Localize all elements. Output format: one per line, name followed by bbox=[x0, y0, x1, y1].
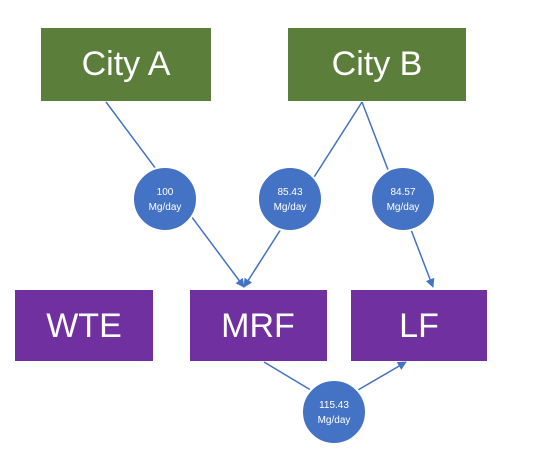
flow-value: 84.57 bbox=[390, 187, 415, 198]
mrf-box bbox=[190, 290, 327, 361]
wte-label: WTE bbox=[46, 307, 122, 345]
flow-unit: Mg/day bbox=[149, 202, 182, 213]
city-a-node: City A bbox=[41, 28, 211, 101]
flow-value: 85.43 bbox=[277, 187, 302, 198]
flow-city-b-mrf: 85.43 Mg/day bbox=[257, 166, 323, 232]
city-a-label: City A bbox=[82, 45, 171, 83]
flow-mrf-lf: 115.43 Mg/day bbox=[301, 379, 367, 445]
city-b-label: City B bbox=[332, 45, 423, 83]
flow-city-a-mrf: 100 Mg/day bbox=[132, 166, 198, 232]
lf-box bbox=[351, 290, 487, 361]
mrf-label: MRF bbox=[221, 307, 295, 345]
flow-unit: Mg/day bbox=[318, 415, 351, 426]
flow-circle bbox=[370, 166, 436, 232]
flow-value: 100 bbox=[157, 187, 174, 198]
flow-circle bbox=[132, 166, 198, 232]
flow-unit: Mg/day bbox=[274, 202, 307, 213]
wte-box bbox=[15, 290, 153, 361]
flow-value: 115.43 bbox=[319, 400, 349, 411]
mrf-node: MRF bbox=[190, 290, 327, 361]
flow-unit: Mg/day bbox=[387, 202, 420, 213]
lf-node: LF bbox=[351, 290, 487, 361]
wte-node: WTE bbox=[15, 290, 153, 361]
city-b-node: City B bbox=[288, 28, 466, 101]
city-b-box bbox=[288, 28, 466, 101]
city-a-box bbox=[41, 28, 211, 101]
flow-circle bbox=[301, 379, 367, 445]
flow-city-b-lf: 84.57 Mg/day bbox=[370, 166, 436, 232]
flow-circle bbox=[257, 166, 323, 232]
lf-label: LF bbox=[399, 307, 439, 345]
